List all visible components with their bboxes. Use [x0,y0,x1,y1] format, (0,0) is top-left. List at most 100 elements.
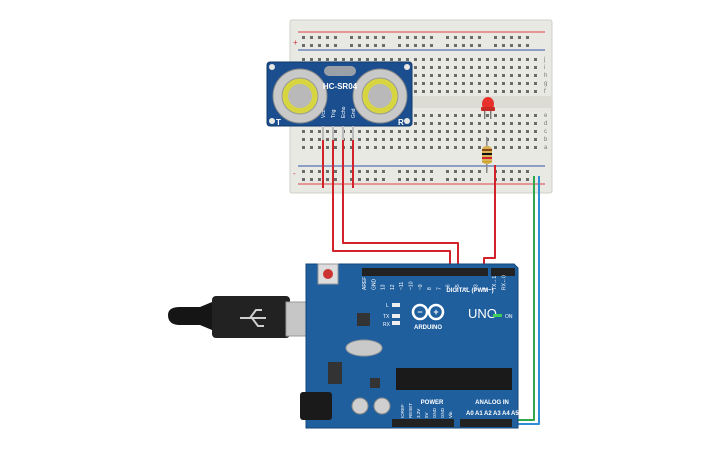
grid-hole [478,58,481,61]
grid-hole [430,74,433,77]
row-letter: i [544,65,545,71]
grid-hole [518,74,521,77]
rail-hole [414,44,417,47]
grid-hole [510,146,513,149]
grid-hole [502,138,505,141]
rail-hole [334,44,337,47]
svg-text:−: − [417,307,422,317]
grid-hole [502,58,505,61]
grid-hole [494,66,497,69]
rail-hole [318,44,321,47]
grid-hole [358,138,361,141]
grid-hole [470,122,473,125]
on-led [493,314,502,317]
rail-hole [446,36,449,39]
digital-pin-label: 7 [436,287,442,290]
red-led[interactable] [481,97,495,119]
rail-hole [494,44,497,47]
rail-hole [478,36,481,39]
rail-hole [422,36,425,39]
grid-hole [446,114,449,117]
grid-hole [422,74,425,77]
grid-hole [390,138,393,141]
grid-hole [478,82,481,85]
grid-hole [438,122,441,125]
grid-hole [526,82,529,85]
grid-hole [510,66,513,69]
rail-hole [382,36,385,39]
grid-hole [478,66,481,69]
tx-label: TX [383,314,390,320]
digital-pin-label: ~6 [446,284,452,290]
microcontroller-chip [396,368,512,390]
rail-hole [422,170,425,173]
grid-hole [502,82,505,85]
rail-hole [326,170,329,173]
grid-hole [462,58,465,61]
grid-hole [430,146,433,149]
analog-pin-label: A5 [511,411,519,417]
grid-hole [454,66,457,69]
grid-hole [526,146,529,149]
grid-hole [446,138,449,141]
rail-hole [502,36,505,39]
grid-hole [350,146,353,149]
rail-hole [526,170,529,173]
rail-hole [358,36,361,39]
rail-hole [502,178,505,181]
digital-pin-label: ~9 [418,284,424,290]
resistor[interactable] [482,137,492,173]
grid-hole [502,74,505,77]
row-letter: e [544,113,548,119]
rail-hole [414,170,417,173]
grid-hole [462,138,465,141]
grid-hole [526,66,529,69]
receiver-icon [352,68,408,124]
grid-hole [310,146,313,149]
rail-hole [366,36,369,39]
grid-hole [422,82,425,85]
row-letter: f [544,89,546,95]
grid-hole [526,130,529,133]
rail-hole [382,178,385,181]
rail-hole [334,178,337,181]
grid-hole [518,66,521,69]
power-header [392,419,454,427]
grid-hole [318,130,321,133]
grid-hole [366,58,369,61]
grid-hole [438,130,441,133]
analog-label: ANALOG IN [475,400,509,406]
grid-hole [462,82,465,85]
grid-hole [486,66,489,69]
rail-hole [478,44,481,47]
grid-hole [510,58,513,61]
grid-hole [478,90,481,93]
rail-hole [406,44,409,47]
grid-hole [454,114,457,117]
grid-hole [326,146,329,149]
grid-hole [422,90,425,93]
grid-hole [438,82,441,85]
grid-hole [422,66,425,69]
grid-hole [486,114,489,117]
grid-hole [430,58,433,61]
power-pin-label: 3.3V [416,409,421,418]
grid-hole [406,130,409,133]
grid-hole [374,146,377,149]
rail-hole [430,36,433,39]
rail-hole [454,170,457,173]
rail-hole [334,36,337,39]
grid-hole [382,130,385,133]
rail-hole [422,44,425,47]
rail-hole [470,178,473,181]
grid-hole [478,146,481,149]
brand-label: ARDUINO [414,325,442,331]
grid-hole [326,138,329,141]
digital-pin-label: AREF [362,277,368,290]
analog-pin-label: A1 [475,411,483,417]
rail-hole [526,44,529,47]
grid-hole [358,58,361,61]
rail-hole [462,170,465,173]
